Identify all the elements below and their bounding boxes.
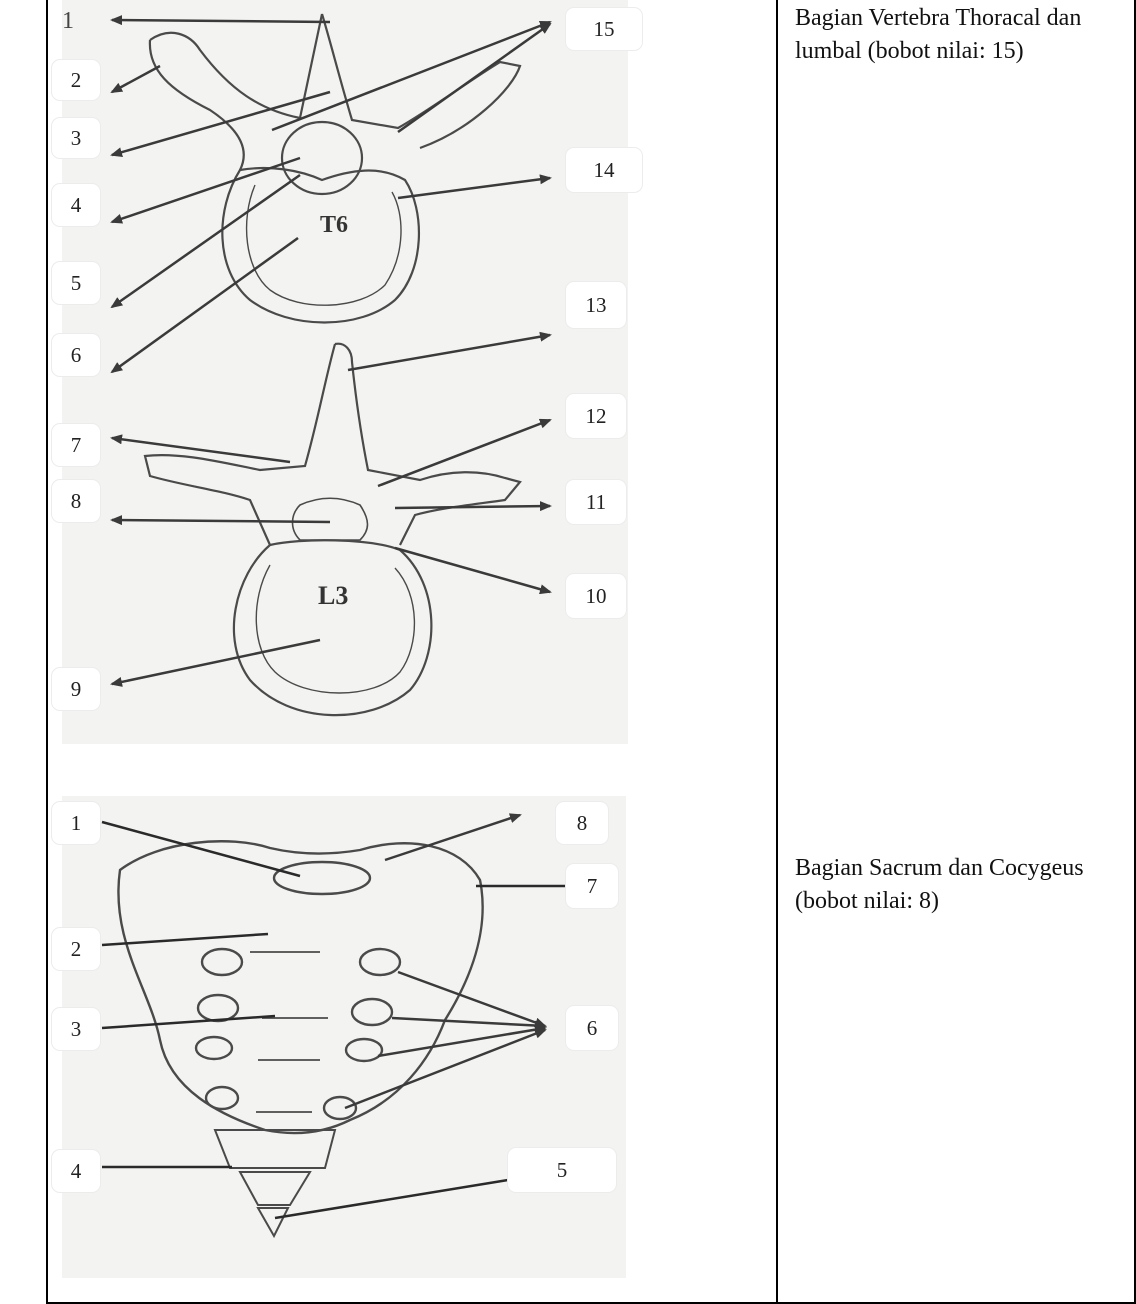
arrow-6b: [392, 1018, 545, 1026]
vertebra-caption: Bagian Vertebra Thoracal dan lumbal (bob…: [795, 2, 1125, 68]
vertebra-label-2: 2: [52, 60, 100, 100]
sacrum-label-2: 2: [52, 928, 100, 970]
vertebra-label-4: 4: [52, 184, 100, 226]
arrow-4: [112, 158, 300, 222]
arrow-10: [395, 548, 550, 592]
arrow-6: [112, 238, 298, 372]
sacrum-label-6: 6: [566, 1006, 618, 1050]
vertebra-label-6: 6: [52, 334, 100, 376]
line-5: [275, 1180, 508, 1218]
arrow-3: [112, 92, 330, 155]
arrow-1: [112, 20, 330, 22]
line-2: [102, 934, 268, 945]
arrow-12: [378, 420, 550, 486]
vertebra-label-1: 1: [62, 4, 90, 38]
lumbar-vertebra-drawing: [145, 344, 520, 715]
sacrum-drawing: [118, 841, 482, 1236]
vertebra-label-10: 10: [566, 574, 626, 618]
arrow-14: [398, 178, 550, 198]
sacrum-label-8: 8: [556, 802, 608, 844]
vertebra-label-12: 12: [566, 394, 626, 438]
vertebra-right-arrows: [272, 22, 550, 592]
sacrum-arrows: [345, 815, 545, 1108]
arrow-8: [112, 520, 330, 522]
arrow-11: [395, 506, 550, 508]
l3-body-text: L3: [318, 581, 348, 610]
vertebra-label-11: 11: [566, 480, 626, 524]
vertebra-label-9: 9: [52, 668, 100, 710]
arrow-6c: [378, 1028, 545, 1056]
vertebra-label-13: 13: [566, 282, 626, 328]
vertebra-label-8: 8: [52, 480, 100, 522]
arrow-5: [112, 175, 300, 307]
sacrum-caption: Bagian Sacrum dan Cocygeus (bobot nilai:…: [795, 852, 1125, 918]
t6-body-text: T6: [320, 212, 348, 238]
sacrum-label-1: 1: [52, 802, 100, 844]
arrow-13: [348, 335, 550, 370]
arrow-9: [112, 640, 320, 684]
thoracic-vertebra-drawing: [150, 14, 520, 323]
sacrum-pointer-lines: [102, 822, 566, 1218]
arrow-15b: [398, 24, 550, 132]
arrow-6a: [398, 972, 545, 1026]
arrow-15a: [272, 22, 550, 130]
arrow-2: [112, 66, 160, 92]
vertebra-label-14: 14: [566, 148, 642, 192]
sacrum-label-7: 7: [566, 864, 618, 908]
vertebra-label-7: 7: [52, 424, 100, 466]
line-3: [102, 1016, 275, 1028]
vertebra-label-15: 15: [566, 8, 642, 50]
vertebra-label-5: 5: [52, 262, 100, 304]
sacrum-label-3: 3: [52, 1008, 100, 1050]
sacrum-label-4: 4: [52, 1150, 100, 1192]
vertebra-label-3: 3: [52, 118, 100, 158]
sacrum-label-5: 5: [508, 1148, 616, 1192]
